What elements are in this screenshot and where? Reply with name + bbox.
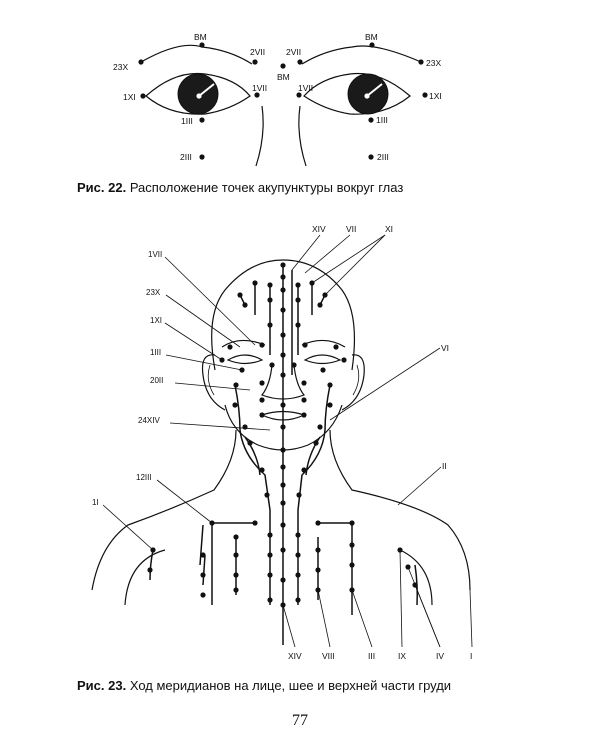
leader-xi-1 (311, 234, 386, 284)
page-number: 77 (292, 712, 308, 729)
point-left-23x (138, 59, 144, 65)
label-right-bm: ВМ (365, 32, 378, 42)
leader-bottom-i (469, 589, 473, 648)
label-left-2vii: 2VII (250, 47, 265, 57)
label-1i: 1I (92, 498, 99, 507)
label-left-bm: ВМ (194, 32, 207, 42)
point-center-bm (280, 63, 286, 69)
label-bottom-ix: IX (398, 651, 406, 661)
label-bottom-i: I (470, 651, 472, 661)
point-right-1iii (368, 117, 374, 123)
label-12iii: 12III (136, 473, 152, 482)
nose-left-line (255, 105, 264, 167)
label-right-23x: 23X (426, 58, 441, 68)
right-ear (341, 354, 365, 411)
nose-right-line (298, 105, 307, 167)
leader-xi-2 (324, 234, 386, 296)
point-left-1vii (254, 92, 260, 98)
label-24xiv: 24XIV (138, 416, 160, 425)
meridian-head-chest-diagram: XIV VII XI 1VII 23X 1XI 1III 20II 24XIV … (91, 224, 473, 661)
label-top-vii: VII (346, 224, 356, 234)
left-eyebrow (140, 44, 253, 65)
label-left-1xi: 1XI (123, 92, 136, 102)
point-right-23x (418, 59, 424, 65)
leader-bottom-iii (351, 589, 373, 648)
label-left-1iii: 1III (181, 116, 193, 126)
leader-vii (304, 234, 351, 274)
leader-1xi (164, 322, 223, 361)
leader-1iii (165, 354, 243, 371)
fig23-right-brow (301, 339, 346, 348)
label-20ii: 20II (150, 376, 163, 385)
point-right-2vii (297, 59, 303, 65)
figure-23-caption: Рис. 23. Ход меридианов на лице, шее и в… (77, 678, 452, 693)
fig23-left-eye (226, 354, 264, 365)
right-eye-pointer (366, 83, 383, 97)
leader-1vii (164, 256, 256, 346)
leader-1i (102, 504, 154, 551)
right-shoulder-outline (329, 429, 471, 591)
left-ear (201, 354, 226, 411)
leader-ii (397, 466, 442, 506)
leader-bottom-iv-2 (407, 566, 441, 648)
label-left-23x: 23X (113, 62, 128, 72)
point-left-bm (199, 42, 205, 48)
fig23-right-eye (303, 354, 342, 365)
head-outline (211, 259, 356, 371)
left-eye-pointer (198, 83, 215, 97)
leader-20ii (174, 382, 251, 391)
leader-bottom-xiv (282, 604, 296, 648)
leader-bottom-viii (317, 589, 331, 648)
label-right-1iii: 1III (376, 115, 388, 125)
label-bottom-iv: IV (436, 651, 444, 661)
label-1iii: 1III (150, 348, 161, 357)
left-eye-outline (145, 72, 251, 115)
right-eye-outline (303, 72, 411, 115)
point-left-1xi (140, 93, 146, 99)
leader-xiv (291, 234, 321, 271)
label-right-1xi: 1XI (429, 91, 442, 101)
label-left-2iii: 2III (180, 152, 192, 162)
label-top-xi: XI (385, 224, 393, 234)
point-right-1vii (296, 92, 302, 98)
eye-acupuncture-diagram: ВМ 2VII 23X ВМ 1VII 1XI 1III 2III ВМ 2VI… (113, 32, 442, 167)
point-left-1iii (199, 117, 205, 123)
point-right-bm (369, 42, 375, 48)
meridian-points (147, 262, 418, 608)
leader-12iii (156, 479, 213, 524)
leader-23x (165, 294, 241, 348)
figure-22-caption: Рис. 22. Расположение точек акупунктуры … (77, 180, 404, 195)
label-1vii: 1VII (148, 250, 162, 259)
label-vi: VI (441, 343, 449, 353)
label-top-xiv: XIV (312, 224, 326, 234)
label-center-bm: ВМ (277, 72, 290, 82)
leader-vi (329, 347, 441, 421)
label-bottom-iii: III (368, 651, 375, 661)
left-arm-crease (124, 549, 166, 606)
label-left-1vii: 1VII (252, 83, 267, 93)
left-shoulder-outline (91, 429, 237, 591)
label-right-2vii: 2VII (286, 47, 301, 57)
right-arm-crease (399, 549, 433, 606)
point-right-1xi (422, 92, 428, 98)
label-23x: 23X (146, 288, 161, 297)
leader-24xiv (169, 422, 271, 431)
leader-bottom-ix (399, 549, 403, 648)
label-bottom-viii: VIII (322, 651, 335, 661)
label-right-1vii: 1VII (298, 83, 313, 93)
right-eyebrow (301, 45, 422, 65)
point-left-2iii (199, 154, 205, 160)
point-left-2vii (252, 59, 258, 65)
label-1xi: 1XI (150, 316, 162, 325)
label-right-2iii: 2III (377, 152, 389, 162)
point-right-2iii (368, 154, 374, 160)
label-bottom-xiv: XIV (288, 651, 302, 661)
label-ii: II (442, 461, 447, 471)
